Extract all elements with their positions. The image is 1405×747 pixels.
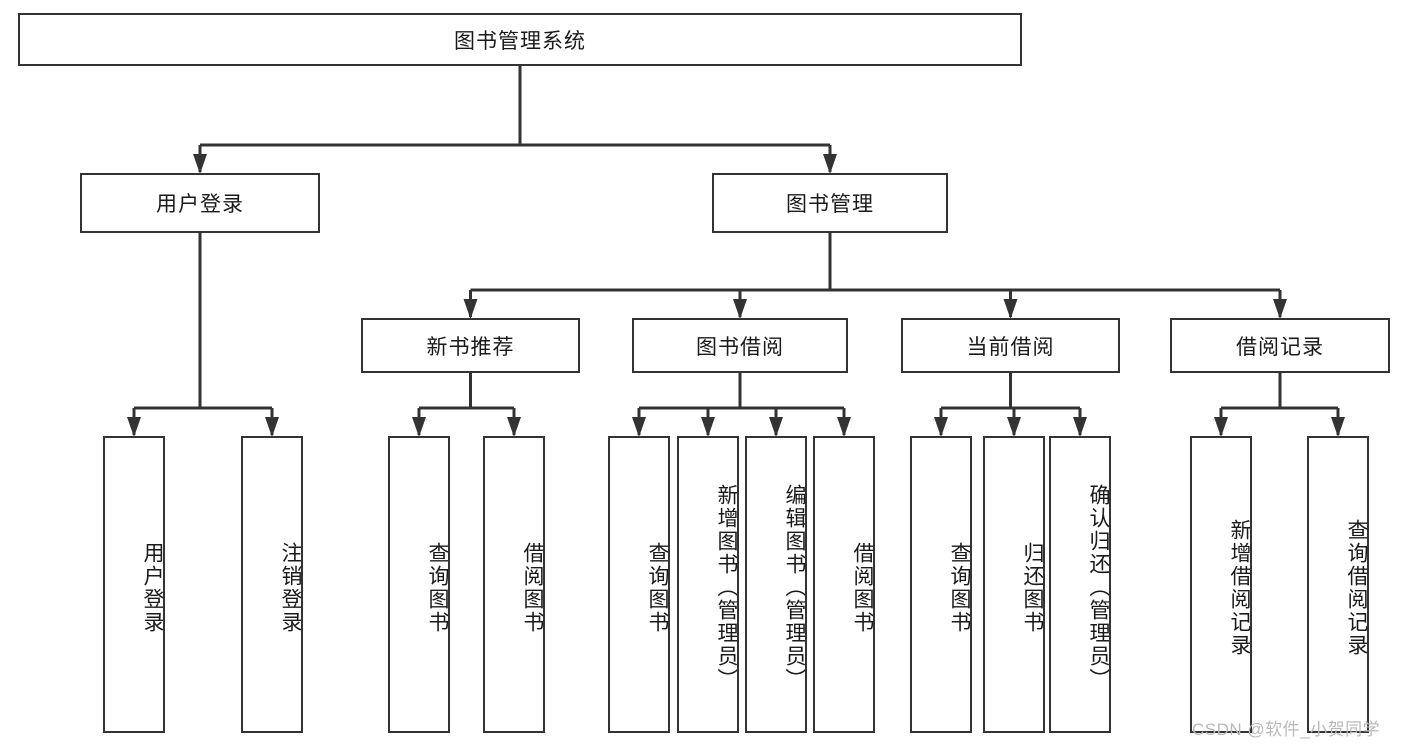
node-label: 查询借阅记录 bbox=[1345, 518, 1368, 657]
node-leaf-cu-query[interactable]: 查询图书 bbox=[910, 436, 972, 733]
arrow-head bbox=[1003, 299, 1018, 319]
arrow-head bbox=[127, 417, 141, 437]
node-label: 确认归还（管理员） bbox=[1087, 484, 1110, 691]
arrow-head bbox=[837, 417, 851, 437]
node-label: 图书管理 bbox=[786, 193, 874, 216]
arrow-head bbox=[701, 417, 715, 437]
arrow-head bbox=[934, 417, 948, 437]
arrow-head bbox=[1273, 299, 1287, 319]
node-label: 借阅图书 bbox=[851, 541, 874, 634]
node-label: 借阅图书 bbox=[521, 541, 544, 634]
node-records[interactable]: 借阅记录 bbox=[1170, 318, 1390, 373]
arrow-head bbox=[1073, 417, 1087, 437]
node-leaf-user-login[interactable]: 用户登录 bbox=[103, 436, 165, 733]
node-label: 新书推荐 bbox=[426, 335, 515, 359]
node-label: 用户登录 bbox=[156, 193, 244, 216]
arrow-head bbox=[193, 154, 207, 174]
node-leaf-bw-edit[interactable]: 编辑图书（管理员） bbox=[745, 436, 807, 733]
node-newbook[interactable]: 新书推荐 bbox=[361, 318, 580, 373]
arrow-head bbox=[1214, 417, 1228, 437]
node-leaf-nb-borrow[interactable]: 借阅图书 bbox=[483, 436, 545, 733]
arrow-head bbox=[823, 154, 837, 174]
node-label: 当前借阅 bbox=[966, 335, 1055, 359]
node-leaf-bw-borrow[interactable]: 借阅图书 bbox=[813, 436, 875, 733]
node-label: 图书管理系统 bbox=[454, 29, 586, 53]
node-borrow[interactable]: 图书借阅 bbox=[632, 318, 848, 373]
node-leaf-rc-query[interactable]: 查询借阅记录 bbox=[1307, 436, 1369, 733]
node-leaf-cu-return[interactable]: 归还图书 bbox=[983, 436, 1045, 733]
node-label: 查询图书 bbox=[646, 541, 669, 634]
arrow-head bbox=[265, 417, 279, 437]
arrow-head bbox=[1331, 417, 1345, 437]
arrow-head bbox=[1007, 417, 1021, 437]
node-bookmgmt[interactable]: 图书管理 bbox=[712, 173, 948, 233]
node-label: 用户登录 bbox=[141, 541, 164, 634]
arrow-head bbox=[632, 417, 646, 437]
arrow-head bbox=[507, 417, 521, 437]
node-leaf-nb-query[interactable]: 查询图书 bbox=[388, 436, 450, 733]
arrow-head bbox=[412, 417, 426, 437]
arrow-head bbox=[769, 417, 783, 437]
node-leaf-bw-query[interactable]: 查询图书 bbox=[608, 436, 670, 733]
arrow-head bbox=[463, 299, 478, 319]
node-label: 新增借阅记录 bbox=[1228, 518, 1251, 657]
node-leaf-user-logout[interactable]: 注销登录 bbox=[241, 436, 303, 733]
watermark-label: CSDN @软件_小贺同学 bbox=[1192, 720, 1381, 739]
node-leaf-rc-add[interactable]: 新增借阅记录 bbox=[1190, 436, 1252, 733]
node-login[interactable]: 用户登录 bbox=[80, 173, 320, 233]
node-leaf-cu-confirm[interactable]: 确认归还（管理员） bbox=[1049, 436, 1111, 733]
node-label: 查询图书 bbox=[948, 541, 971, 634]
node-current[interactable]: 当前借阅 bbox=[901, 318, 1120, 373]
arrow-head bbox=[733, 299, 747, 319]
node-label: 新增图书（管理员） bbox=[715, 484, 738, 691]
node-root[interactable]: 图书管理系统 bbox=[18, 13, 1022, 66]
node-label: 图书借阅 bbox=[696, 335, 784, 359]
node-label: 注销登录 bbox=[279, 541, 302, 634]
node-label: 编辑图书（管理员） bbox=[783, 484, 806, 691]
node-label: 归还图书 bbox=[1021, 541, 1044, 634]
node-label: 借阅记录 bbox=[1236, 335, 1324, 359]
node-leaf-bw-add[interactable]: 新增图书（管理员） bbox=[677, 436, 739, 733]
node-label: 查询图书 bbox=[426, 541, 449, 634]
